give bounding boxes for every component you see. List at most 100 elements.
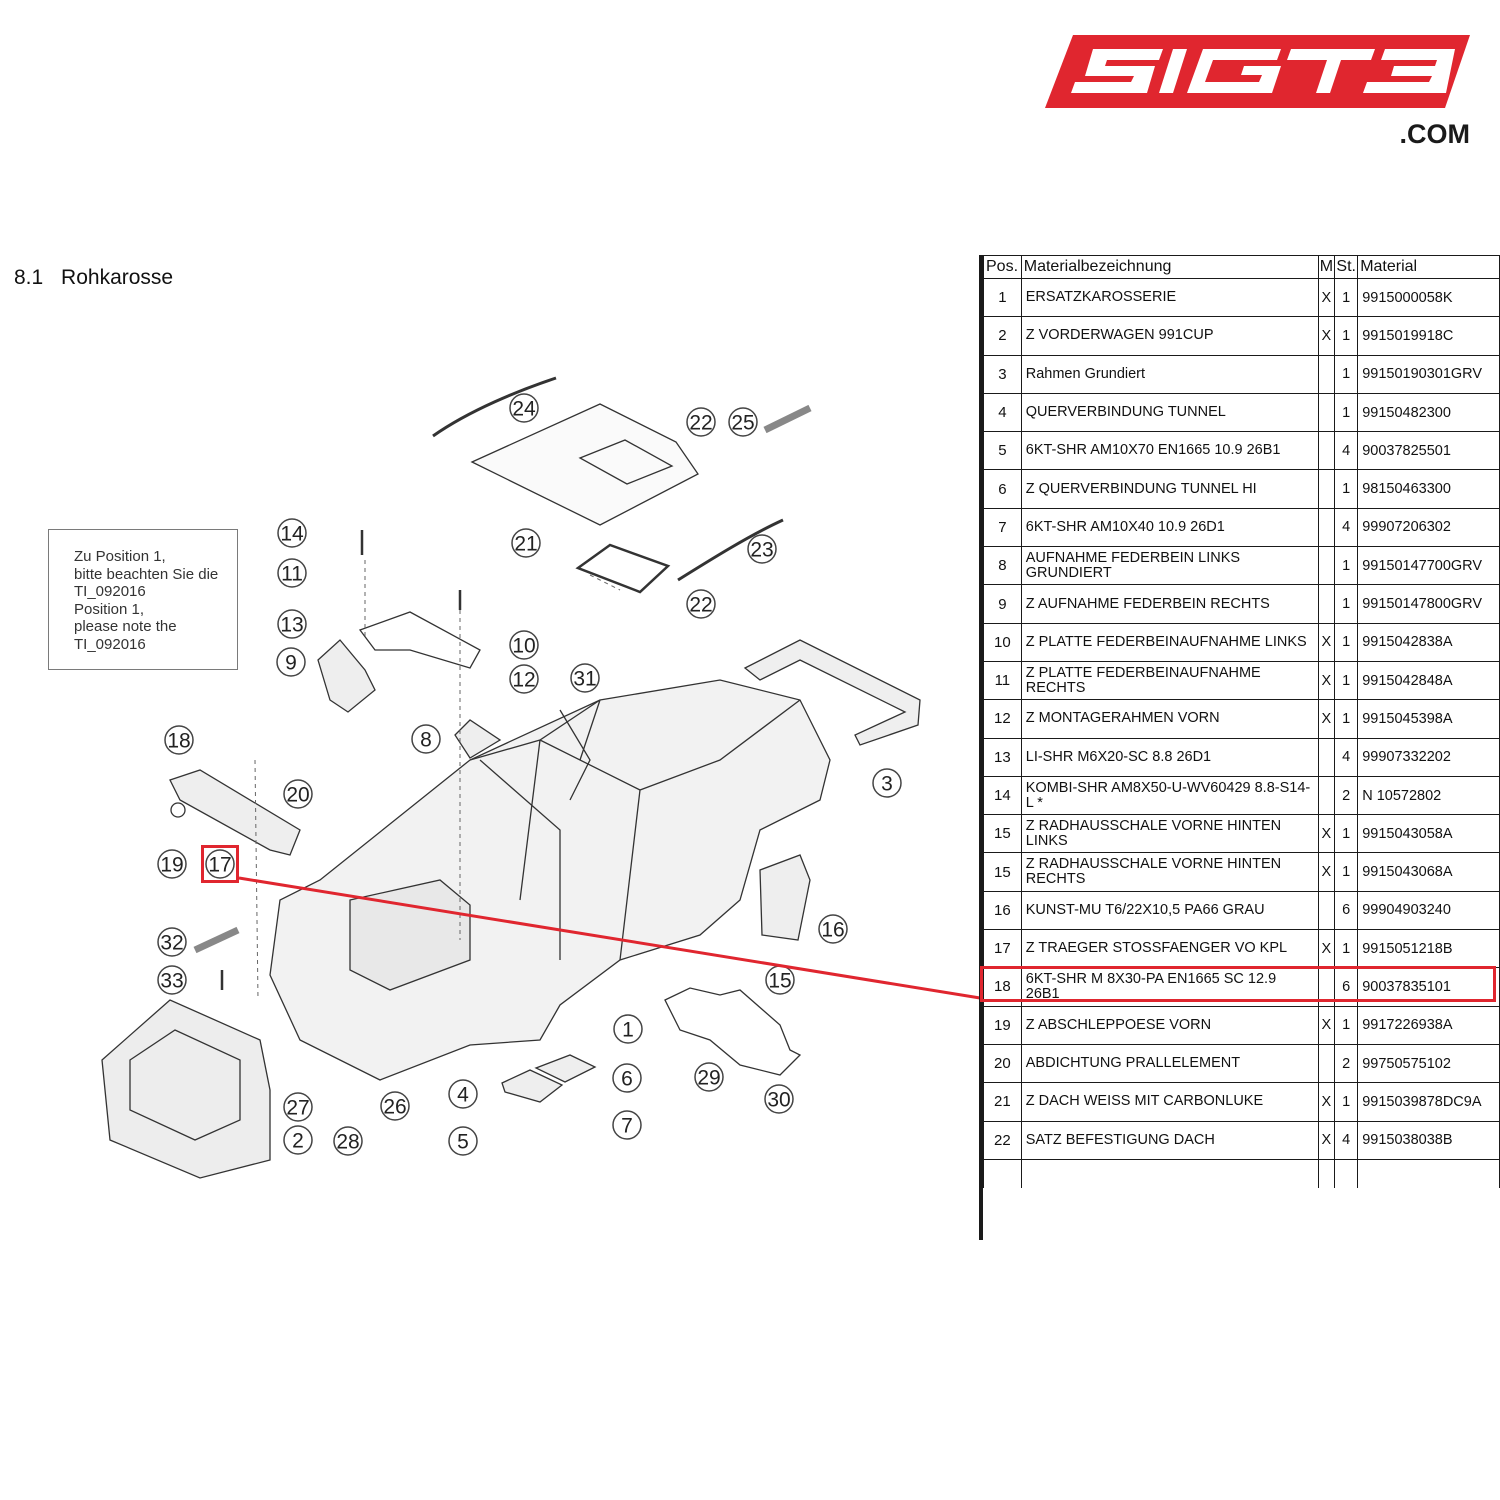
strut-mount-right: [317, 639, 376, 713]
callout-7: 7: [621, 1115, 633, 1138]
cell-quantity: 1: [1334, 852, 1359, 892]
cell-pos: 8: [983, 546, 1022, 586]
callout-24: 24: [512, 398, 536, 421]
wheel-arch-liner: [759, 854, 811, 941]
cell-quantity: 4: [1334, 1120, 1359, 1160]
callout-23: 23: [750, 539, 773, 562]
cell-pos: 10: [983, 622, 1022, 662]
section-heading: 8.1 Rohkarosse: [14, 266, 173, 290]
cell-material: 99904903240: [1357, 890, 1500, 931]
parts-table: Pos. Materialbezeichnung M St. Material …: [983, 255, 1500, 1188]
cell-pos: 19: [983, 1005, 1022, 1045]
callout-14-circle: [277, 518, 307, 548]
callout-11: 11: [281, 563, 303, 586]
tunnel-crossmember-rear: [534, 1054, 597, 1083]
roof-seal-left: [432, 376, 557, 438]
cell-description: Z TRAEGER STOSSFAENGER VO KPL: [1020, 929, 1319, 969]
cell-pos: 21: [983, 1082, 1022, 1122]
highlight-connector-line: [238, 876, 981, 1000]
callout-14: 14: [280, 523, 304, 546]
logo-graphic: [1045, 35, 1470, 108]
callout-27-circle: [283, 1092, 313, 1122]
cell-description: KOMBI-SHR AM8X50-U-WV60429 8.8-S14-L *: [1020, 775, 1319, 816]
cell-pos: 6: [983, 469, 1022, 509]
callout-9-circle: [276, 647, 306, 677]
callout-6-circle: [612, 1063, 642, 1093]
section-title: Rohkarosse: [61, 266, 174, 289]
callout-8: 8: [420, 729, 432, 752]
callout-27: 27: [286, 1097, 309, 1120]
cell-quantity: 1: [1334, 1082, 1359, 1122]
roof-seal-right: [677, 518, 784, 582]
cell-quantity: 1: [1334, 814, 1359, 854]
front-module-inner: [129, 1029, 241, 1141]
cell-quantity: 6: [1334, 890, 1359, 931]
note-line: TI_092016: [74, 583, 146, 601]
callout-21: 21: [514, 533, 537, 556]
tow-eye: [170, 802, 186, 818]
cell-quantity: 1: [1334, 277, 1359, 318]
cell-quantity: 4: [1334, 737, 1359, 777]
table-left-rule: [979, 255, 983, 1240]
cell-m: [1317, 392, 1336, 433]
cell-description: Z PLATTE FEDERBEINAUFNAHME LINKS: [1020, 622, 1319, 662]
highlight-callout-box: [201, 845, 239, 883]
highlight-row-box: [980, 966, 1496, 1002]
cell-m: [1317, 469, 1336, 509]
callout-3: 3: [881, 773, 893, 796]
callout-18-circle: [164, 725, 194, 755]
cell-material: 99150190301GRV: [1357, 354, 1500, 394]
cell-quantity: 2: [1334, 1043, 1359, 1084]
cell-m: [1317, 546, 1336, 586]
callout-24-circle: [509, 393, 539, 423]
brand-logo[interactable]: .COM: [1045, 35, 1470, 150]
cell-pos: 15: [983, 814, 1022, 854]
cell-description: Z VORDERWAGEN 991CUP: [1020, 316, 1319, 356]
cell-quantity: 1: [1334, 660, 1359, 701]
logo-domain-suffix: .COM: [1399, 119, 1471, 149]
cell-material: 9915051218B: [1357, 929, 1500, 969]
cell-m: [1317, 890, 1336, 931]
cell-m: X: [1317, 699, 1336, 739]
cell-m: [1317, 1043, 1336, 1084]
empty-cell: [983, 1158, 1022, 1188]
cell-pos: 9: [983, 584, 1022, 624]
cell-m: [1317, 737, 1336, 777]
callout-30-circle: [764, 1084, 794, 1114]
cell-description: 6KT-SHR AM10X40 10.9 26D1: [1020, 507, 1319, 548]
cell-quantity: 1: [1334, 546, 1359, 586]
callout-31: 31: [573, 668, 596, 691]
cell-description: Z AUFNAHME FEDERBEIN RECHTS: [1020, 584, 1319, 624]
cell-material: 9917226938A: [1357, 1005, 1500, 1045]
cell-m: X: [1317, 316, 1336, 356]
callout-16-circle: [818, 914, 848, 944]
cell-material: 9915045398A: [1357, 699, 1500, 739]
callout-22-b: 22: [689, 594, 712, 617]
empty-cell: [1020, 1158, 1319, 1188]
callout-1: 1: [622, 1019, 634, 1042]
cell-description: SATZ BEFESTIGUNG DACH: [1020, 1120, 1319, 1160]
